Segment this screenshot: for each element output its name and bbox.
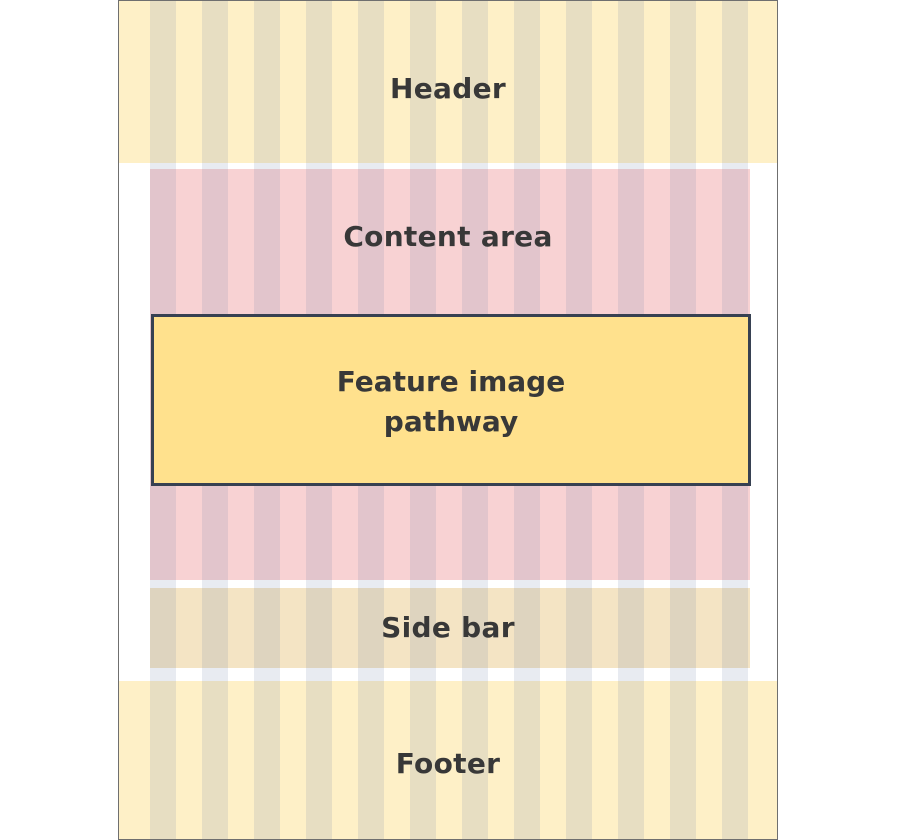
header-label: Header bbox=[390, 72, 506, 105]
feature-image-pathway-box: Feature image pathway bbox=[151, 314, 751, 486]
side-bar-label: Side bar bbox=[381, 611, 515, 644]
feature-label: Feature image pathway bbox=[154, 362, 748, 442]
content-area-label: Content area bbox=[343, 220, 553, 253]
header-region bbox=[119, 1, 777, 163]
feature-label-line-2: pathway bbox=[383, 405, 519, 438]
feature-label-line-1: Feature image bbox=[336, 365, 566, 398]
side-bar-region bbox=[150, 588, 750, 668]
footer-region bbox=[119, 681, 777, 839]
footer-label: Footer bbox=[395, 747, 501, 780]
